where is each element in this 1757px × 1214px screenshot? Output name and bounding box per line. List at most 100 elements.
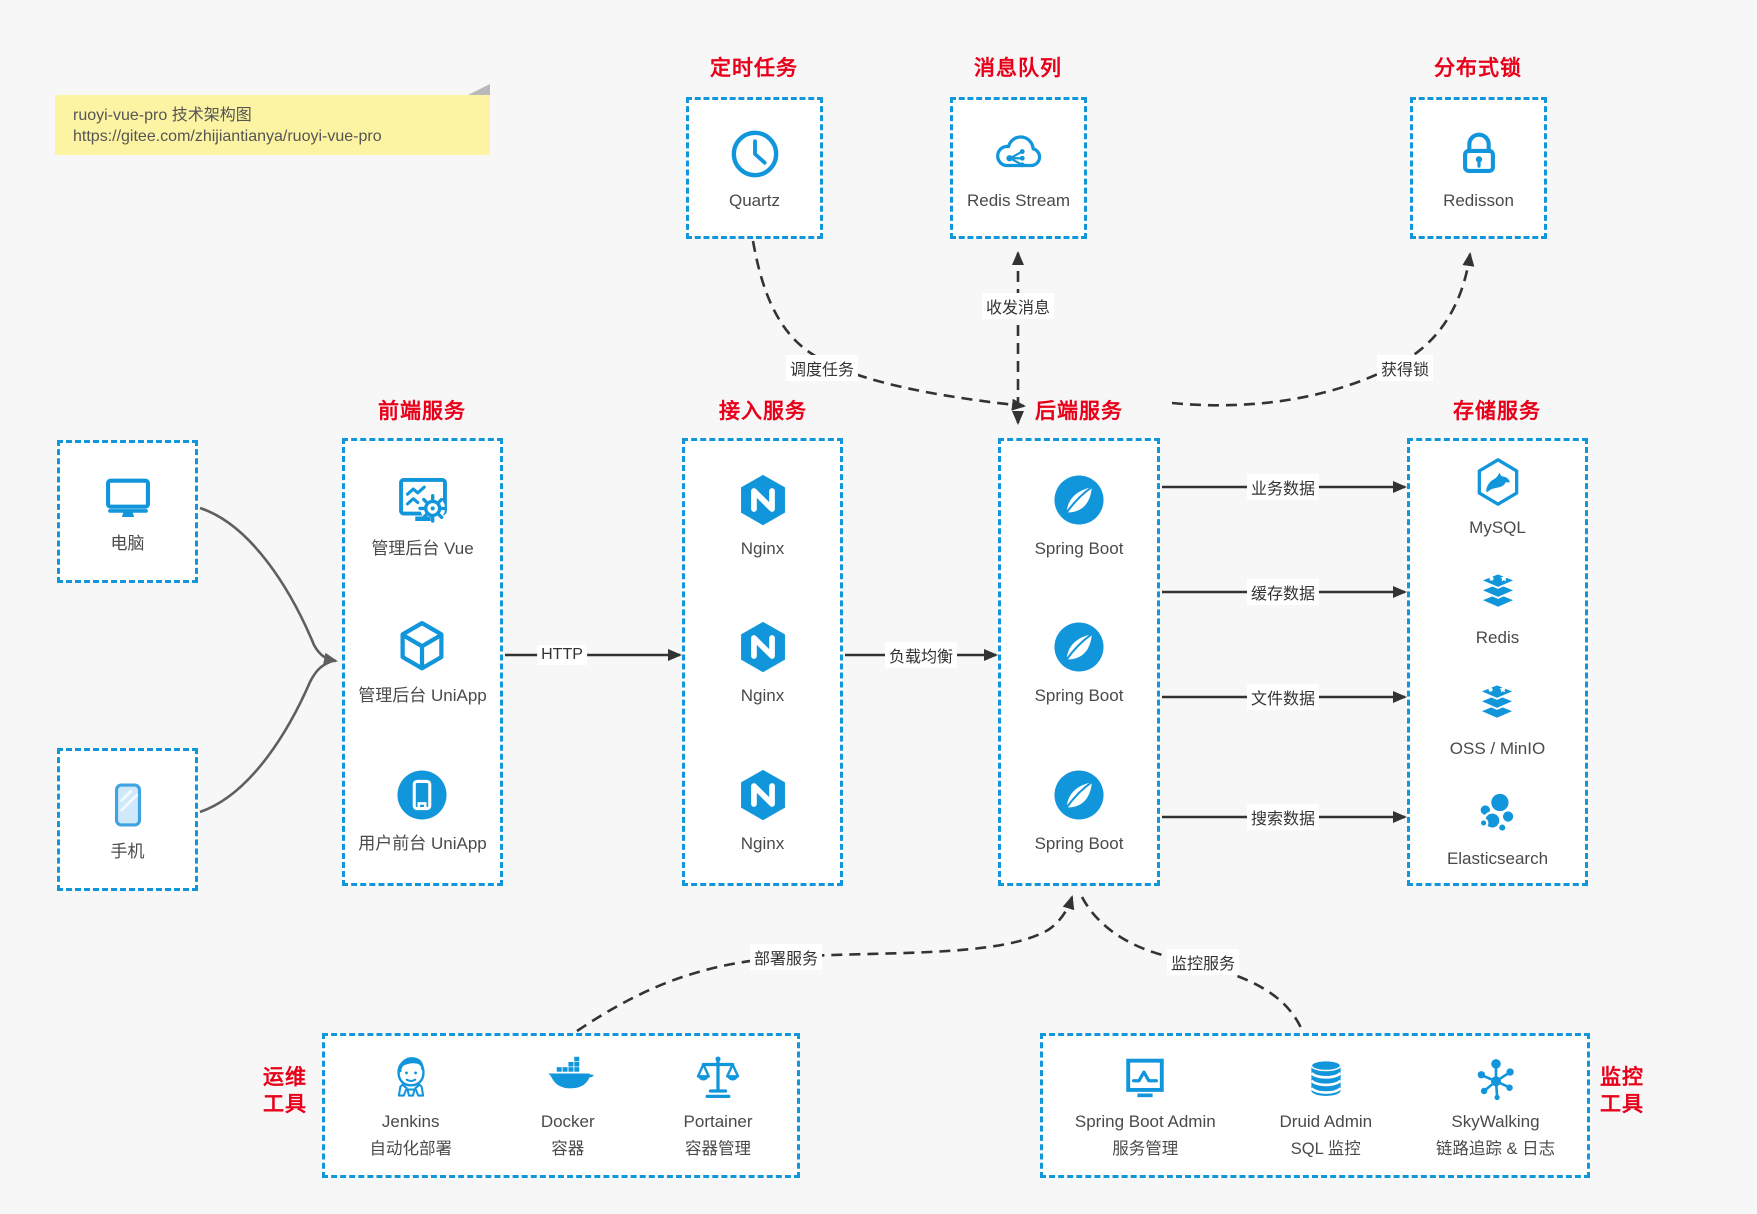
node-admin-vue: 管理后台 Vue [371,469,474,560]
group-title-frontend: 前端服务 [378,400,466,423]
node-springboot-1: Spring Boot [1034,469,1124,560]
node-label: OSS / MinIO [1449,738,1546,758]
group-title-ops: 运维 工具 [263,1066,307,1116]
node-elasticsearch: Elasticsearch [1447,785,1548,870]
node-spring-boot-admin: Spring Boot Admin 服务管理 [1075,1052,1216,1160]
node-user-uniapp: 用户前台 UniApp [358,764,487,855]
group-title-backend: 后端服务 [1035,400,1123,423]
cube-icon [391,616,453,678]
node-label: Redis [1475,628,1520,648]
nginx-icon [732,616,794,678]
group-title-mq: 消息队列 [974,57,1062,80]
node-pc: 电脑 [99,468,157,555]
group-title-gateway: 接入服务 [719,400,807,423]
edge-label-load-balance: 负载均衡 [884,642,958,668]
redis-icon [1470,564,1526,620]
wire-schedule [751,240,1026,411]
node-label: 管理后台 UniApp [358,686,487,706]
node-label: Spring Boot Admin [1074,1111,1216,1131]
spring-icon [1048,616,1110,678]
group-box-lock: Redisson [1410,97,1547,239]
node-label: MySQL [1469,517,1526,537]
node-oss-minio: OSS / MinIO [1450,675,1545,760]
node-label: Portainer [683,1111,753,1131]
group-box-frontend: 管理后台 Vue 管理后台 UniApp 用户前台 UniApp [342,438,503,886]
group-title-lock: 分布式锁 [1434,57,1522,80]
group-box-mq: Redis Stream [950,97,1087,239]
node-sublabel: SQL 监控 [1290,1139,1361,1158]
node-quartz: Quartz [726,125,784,212]
smartphone-icon [99,776,157,834]
node-label: Druid Admin [1279,1111,1373,1131]
node-redis-stream: Redis Stream [967,125,1070,212]
node-admin-uniapp: 管理后台 UniApp [358,616,487,707]
edge-label-schedule: 调度任务 [785,355,859,381]
redis-icon [1469,675,1525,731]
skywalking-icon [1470,1052,1522,1104]
elasticsearch-icon [1469,785,1525,841]
phone-circle-icon [391,764,453,826]
desktop-icon [99,468,157,526]
node-label: Spring Boot [1034,539,1124,559]
node-mysql: MySQL [1469,454,1526,539]
node-nginx-1: Nginx [732,469,794,560]
wire-acquire-lock [1171,252,1475,407]
node-docker: Docker 容器 [541,1052,595,1160]
group-box-storage: MySQL Redis OSS / MinIO Elasticsearch [1407,438,1588,886]
node-druid-admin: Druid Admin SQL 监控 [1279,1052,1373,1160]
node-springboot-2: Spring Boot [1034,616,1124,707]
edge-label-deploy: 部署服务 [749,944,823,970]
druid-database-icon [1300,1052,1352,1104]
node-sublabel: 自动化部署 [369,1139,452,1158]
portainer-icon [692,1052,744,1104]
spring-icon [1048,764,1110,826]
group-box-gateway: Nginx Nginx Nginx [682,438,843,886]
docker-icon [542,1052,594,1104]
node-phone: 手机 [99,776,157,863]
node-jenkins: Jenkins 自动化部署 [369,1052,452,1160]
node-label: 电脑 [110,534,145,553]
wire-pc-to-frontend [199,506,338,665]
node-label: Spring Boot [1034,833,1124,853]
clock-icon [726,125,784,183]
node-springboot-3: Spring Boot [1034,764,1124,855]
node-label: 手机 [110,842,145,861]
node-sublabel: 链路追踪 & 日志 [1435,1139,1556,1158]
node-sublabel: 服务管理 [1112,1139,1179,1158]
jenkins-icon [385,1052,437,1104]
wire-deploy [576,895,1075,1033]
edge-label-acquire-lock: 获得锁 [1376,355,1434,381]
group-box-scheduler: Quartz [686,97,823,239]
node-nginx-3: Nginx [732,764,794,855]
node-redisson: Redisson [1443,125,1514,212]
group-title-scheduler: 定时任务 [710,57,798,80]
edge-label-file-data: 文件数据 [1246,684,1320,710]
edge-label-messages: 收发消息 [981,293,1055,319]
group-box-monitor: Spring Boot Admin 服务管理 Druid Admin SQL 监… [1040,1033,1590,1178]
group-box-backend: Spring Boot Spring Boot Spring Boot [998,438,1160,886]
node-sublabel: 容器 [551,1139,585,1158]
node-label: Redis Stream [967,190,1070,210]
node-label: Elasticsearch [1446,849,1549,869]
note-url: https://gitee.com/zhijiantianya/ruoyi-vu… [73,128,382,145]
group-title-storage: 存储服务 [1453,400,1541,423]
edge-label-monitor: 监控服务 [1166,949,1240,975]
nginx-icon [732,764,794,826]
node-label: Nginx [740,833,785,853]
edge-label-biz-data: 业务数据 [1246,474,1320,500]
note-title: ruoyi-vue-pro 技术架构图 [73,107,252,124]
node-redis: Redis [1470,564,1526,649]
nginx-icon [732,469,794,531]
cloud-share-icon [989,125,1047,183]
edge-label-cache-data: 缓存数据 [1246,579,1320,605]
node-label: Spring Boot [1034,686,1124,706]
mysql-icon [1470,454,1526,510]
spring-icon [1048,469,1110,531]
node-label: 管理后台 Vue [371,539,474,559]
node-label: Jenkins [381,1111,440,1131]
node-portainer: Portainer 容器管理 [684,1052,753,1160]
node-label: SkyWalking [1451,1111,1540,1131]
edge-label-search-data: 搜索数据 [1246,804,1320,830]
group-box-phone: 手机 [57,748,198,891]
sticky-note: ruoyi-vue-pro 技术架构图 https://gitee.com/zh… [55,84,490,155]
